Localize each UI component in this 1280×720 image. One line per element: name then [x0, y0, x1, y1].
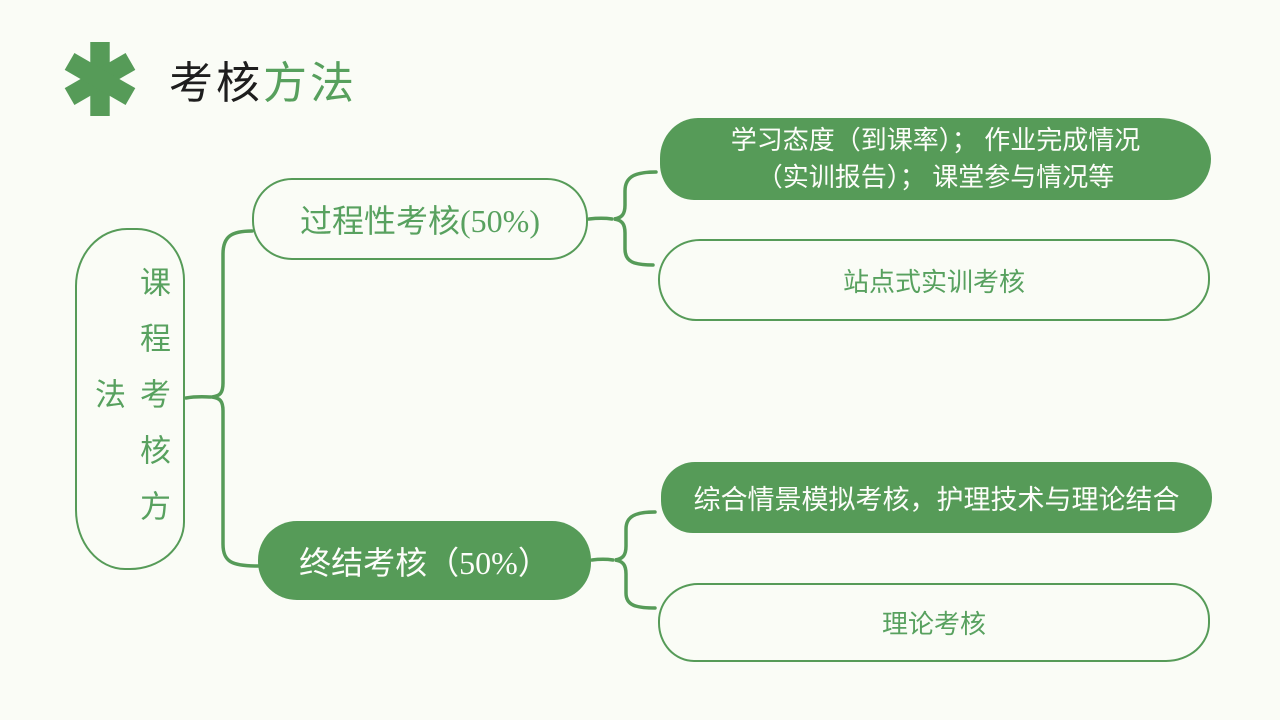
page-title-green: 方法 [263, 59, 357, 108]
root-node-label: 课程考核方法 [90, 266, 170, 546]
leaf-node-label: 理论考核 [881, 610, 986, 639]
leaf-node-learning-attitude: 学习态度（到课率）； 作业完成情况 （实训报告）； 课堂参与情况等 [660, 118, 1211, 200]
slide-header: 考核方法 [63, 40, 357, 118]
final-brace-connector [590, 510, 657, 610]
leaf-node-label: 综合情景模拟考核，护理技术与理论结合 [693, 485, 1180, 515]
branch-node-label: 过程性考核(50%) [300, 203, 540, 239]
leaf-node-label: 站点式实训考核 [842, 267, 1025, 297]
leaf-node-scenario-simulation: 综合情景模拟考核，护理技术与理论结合 [661, 462, 1212, 533]
leaf-label-line1: 学习态度（到课率）； 作业完成情况 [730, 126, 1141, 155]
page-title: 考核方法 [169, 47, 357, 111]
leaf-node-station-practical-assessment: 站点式实训考核 [658, 239, 1210, 321]
leaf-node-label: 学习态度（到课率）； 作业完成情况 （实训报告）； 课堂参与情况等 [731, 122, 1141, 196]
leaf-node-theory-assessment: 理论考核 [658, 583, 1210, 662]
root-node-course-assessment: 课程考核方法 [75, 228, 185, 570]
medical-asterisk-icon [64, 42, 136, 116]
process-brace-connector [587, 170, 658, 267]
branch-node-final-assessment: 终结考核（50%） [258, 521, 591, 600]
leaf-label-line2: （实训报告）； 课堂参与情况等 [756, 163, 1115, 192]
branch-node-process-assessment: 过程性考核(50%) [252, 178, 588, 260]
root-brace-connector [184, 229, 260, 568]
page-title-black: 考核 [169, 59, 263, 108]
branch-node-label: 终结考核（50%） [299, 544, 550, 581]
